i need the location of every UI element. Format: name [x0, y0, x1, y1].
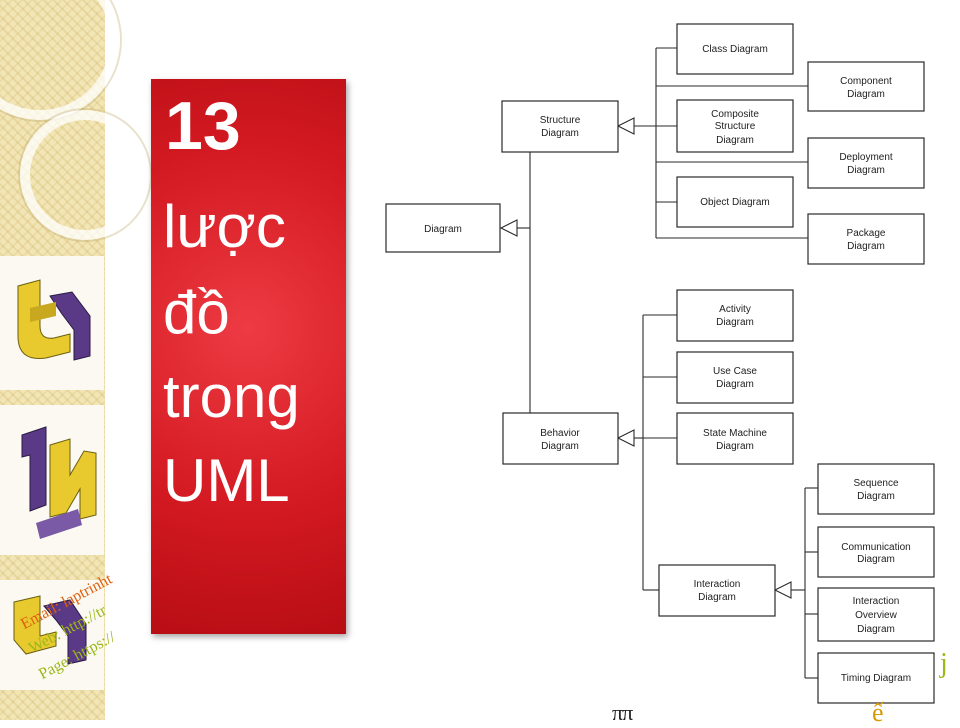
node-behavior-diagram: Behavior Diagram	[502, 412, 619, 465]
title-line: lược	[163, 193, 286, 260]
node-class-diagram: Class Diagram	[676, 23, 794, 75]
node-label: Overview	[855, 610, 897, 621]
node-label: Diagram	[847, 241, 885, 252]
uml-logo-icon	[13, 595, 87, 665]
node-label: State Machine	[703, 428, 767, 439]
node-timing-diagram: Timing Diagram	[817, 652, 935, 704]
uml-logo-tile	[0, 405, 104, 555]
node-label: Diagram	[716, 379, 754, 390]
node-structure-diagram: Structure Diagram	[501, 100, 619, 153]
node-label: Diagram	[857, 491, 895, 502]
uml-logo-tile	[0, 580, 104, 690]
right-text-fragment: j	[940, 648, 948, 679]
generalization-arrowheads	[499, 117, 792, 599]
node-communication-diagram: Communication Diagram	[817, 526, 935, 578]
node-package-diagram: Package Diagram	[807, 213, 925, 265]
node-label: Activity	[719, 304, 751, 315]
node-label: Diagram	[716, 135, 754, 146]
node-label: Diagram	[847, 89, 885, 100]
uml-logo-tile	[0, 256, 104, 390]
node-label: Diagram	[857, 554, 895, 565]
bottom-right-text-fragment: ế	[872, 698, 884, 727]
node-label: Diagram	[541, 441, 579, 452]
node-label: Timing Diagram	[841, 673, 911, 684]
title-line: đồ	[163, 279, 230, 346]
arrowhead	[616, 117, 635, 135]
node-label: Diagram	[716, 317, 754, 328]
node-state-machine-diagram: State Machine Diagram	[676, 412, 794, 465]
node-label: Diagram	[424, 224, 462, 235]
title-line: UML	[163, 447, 290, 514]
arrowhead	[773, 581, 792, 599]
node-sequence-diagram: Sequence Diagram	[817, 463, 935, 515]
node-interaction-overview-diagram: Interaction Overview Diagram	[817, 587, 935, 642]
node-label: Composite	[711, 109, 759, 120]
title-panel: 13 lược đồ trong UML	[151, 79, 346, 634]
node-object-diagram: Object Diagram	[676, 176, 794, 228]
uml-logo-icon	[21, 426, 97, 539]
node-component-diagram: Component Diagram	[807, 61, 925, 112]
node-interaction-diagram: Interaction Diagram	[658, 564, 776, 617]
node-label: Structure	[715, 121, 756, 132]
node-label: Interaction	[694, 579, 741, 590]
decorative-swirl	[20, 110, 150, 240]
node-label: Class Diagram	[702, 44, 768, 55]
diagram-edges	[517, 47, 818, 679]
node-label: Structure	[540, 115, 581, 126]
node-label: Diagram	[857, 624, 895, 635]
node-label: Sequence	[853, 478, 898, 489]
node-diagram: Diagram	[385, 203, 501, 253]
node-activity-diagram: Activity Diagram	[676, 289, 794, 342]
node-label: Diagram	[541, 128, 579, 139]
title-number: 13	[165, 88, 241, 164]
node-label: Deployment	[839, 152, 893, 163]
uml-logo-icon	[17, 279, 91, 361]
arrowhead	[616, 429, 635, 447]
node-label: Use Case	[713, 366, 757, 377]
node-deployment-diagram: Deployment Diagram	[807, 137, 925, 189]
node-label: Interaction	[853, 596, 900, 607]
node-composite-structure-diagram: Composite Structure Diagram	[676, 99, 794, 153]
bottom-text-fragment: ππ	[612, 700, 633, 725]
node-label: Object Diagram	[700, 197, 769, 208]
arrowhead	[499, 219, 518, 237]
node-label: Behavior	[540, 428, 580, 439]
node-label: Diagram	[716, 441, 754, 452]
node-label: Component	[840, 76, 892, 87]
node-label: Diagram	[847, 165, 885, 176]
title-line: trong	[163, 363, 300, 430]
node-label: Diagram	[698, 592, 736, 603]
node-use-case-diagram: Use Case Diagram	[676, 351, 794, 404]
node-label: Communication	[841, 542, 910, 553]
node-label: Package	[847, 228, 886, 239]
